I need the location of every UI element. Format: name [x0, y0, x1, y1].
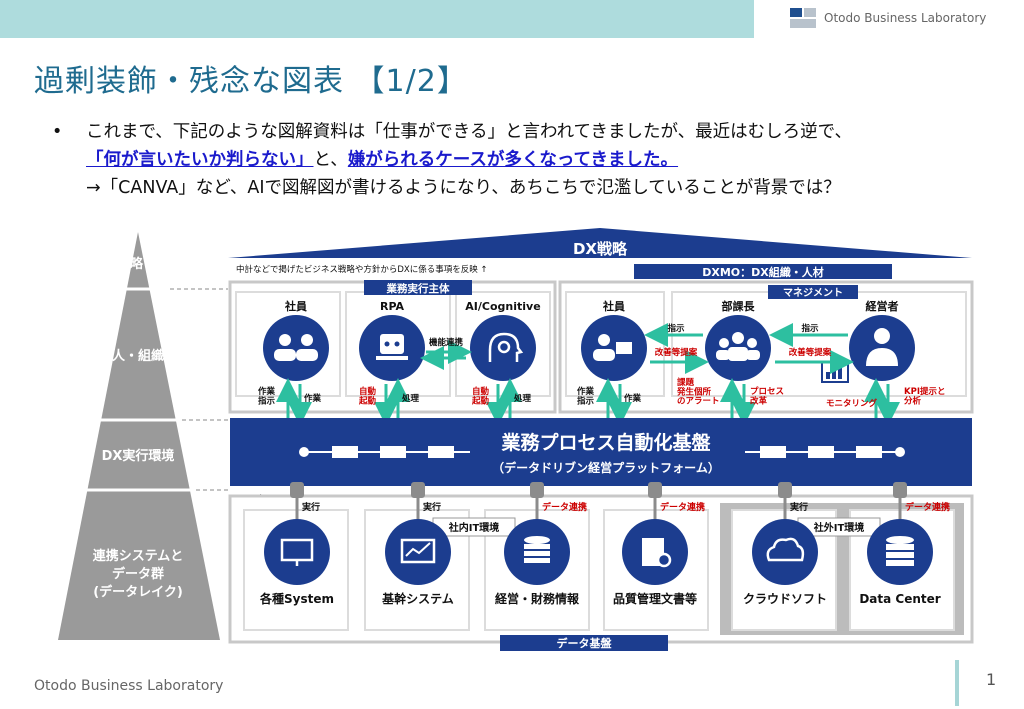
employee-icon: [263, 315, 329, 381]
internal-it-label: 社内IT環境: [448, 521, 500, 534]
actor-executive: 経営者: [866, 299, 899, 313]
label-improve-2: 改善等提案: [789, 347, 832, 358]
plug-label-exec-1: 実行: [302, 501, 320, 513]
exec-body-banner: [364, 280, 472, 295]
dx-strategy-subtitle: 中計などで掲げたビジネス戦略や方針からDXに係る事項を反映 ↑: [236, 264, 488, 275]
label-process-reform: プロセス改革: [750, 386, 784, 406]
system-labels: 各種System 基幹システム 経営・財務情報 品質管理文書等 クラウドソフト …: [259, 591, 941, 606]
plug-icons: [290, 482, 907, 498]
label-issue-alert: 課題発生個所のアラート: [676, 377, 720, 407]
ai-head-icon: [470, 315, 536, 381]
actor-manager: 部課長: [722, 299, 756, 313]
bullet-line-1: これまで、下記のような図解資料は「仕事ができる」と言われてきましたが、最近はむし…: [86, 122, 852, 142]
page-number-bar: [955, 660, 959, 706]
label-monitoring: モニタリング: [826, 398, 878, 409]
plug-label-data-2: データ連携: [660, 501, 705, 513]
system-label-0: 各種System: [259, 591, 334, 606]
page-number: 1: [986, 670, 997, 689]
pyramid-labels: 戦略 人・組織 DX実行環境 連携システムと データ群 (データレイク): [93, 256, 184, 600]
horizontal-arrows: [420, 323, 854, 374]
label-kpi: KPI提示と分析: [904, 386, 945, 406]
dx-strategy-label: DX戦略: [573, 240, 628, 258]
system-label-5: Data Center: [859, 592, 940, 606]
label-process-2: 処理: [513, 393, 532, 404]
plug-label-data-1: データ連携: [542, 501, 587, 513]
brand-logo-icon: [790, 8, 816, 28]
dxmo-banner: [634, 264, 892, 279]
header-brand-text: Otodo Business Laboratory: [824, 11, 987, 25]
monitor-network-icon: [264, 519, 330, 585]
exec-body-label: 業務実行主体: [386, 282, 450, 295]
pyramid-label-org: 人・組織: [112, 348, 164, 364]
pyramid-label-strategy: 戦略: [117, 256, 144, 272]
dx-strategy-roof: [228, 228, 972, 258]
label-process-1: 処理: [401, 393, 420, 404]
plug-label-exec-2: 実行: [423, 501, 441, 513]
pyramid-shape: [0, 228, 260, 648]
system-icons: [264, 519, 933, 585]
system-label-4: クラウドソフト: [743, 592, 827, 606]
header-bar: [0, 0, 754, 38]
system-label-3: 品質管理文書等: [613, 591, 697, 606]
highlight-2: 嫌がられるケースが多くなってきました。: [347, 150, 679, 170]
management-label: マネジメント: [783, 287, 843, 299]
level-dividers: [170, 288, 228, 491]
label-func-link: 機能連携: [429, 337, 464, 348]
label-instruction-2: 指示: [801, 323, 819, 334]
system-label-1: 基幹システム: [381, 591, 454, 606]
platform-subtitle: （データドリブン経営プラットフォーム）: [492, 460, 720, 475]
bullet-line-3: →「CANVA」など、AIで図解図が書けるようになり、あちこちで氾濫していること…: [86, 178, 841, 198]
footer-brand: Otodo Business Laboratory: [34, 678, 224, 694]
data-base-banner: [500, 635, 668, 651]
label-improve-1: 改善等提案: [655, 347, 698, 358]
page-title: 過剰装飾・残念な図表 【1/2】: [34, 64, 468, 99]
highlight-1: 「何が言いたいか判らない」: [86, 150, 314, 170]
bullet-line-2-mid: と、: [313, 150, 348, 170]
dxmo-label: DXMO：DX組織・人材: [702, 265, 824, 279]
plug-label-data-3: データ連携: [905, 501, 950, 513]
bullet-dot: •: [52, 122, 63, 142]
label-instruction-1: 指示: [667, 323, 685, 334]
actor-employee2: 社員: [602, 299, 625, 313]
actor-employee1: 社員: [284, 299, 307, 313]
external-it-label: 社外IT環境: [813, 521, 865, 534]
management-banner: [768, 285, 858, 299]
actor-rpa: RPA: [380, 300, 405, 313]
platform-title: 業務プロセス自動化基盤: [500, 431, 711, 454]
pyramid-label-data: データ群: [112, 566, 164, 582]
employee2-icon: [581, 315, 647, 381]
actor-ai: AI/Cognitive: [465, 300, 540, 313]
cloud-icon: [752, 519, 818, 585]
label-work-instr-2: 作業指示: [577, 386, 595, 406]
label-auto-start-2: 自動起動: [471, 386, 490, 406]
label-work-instr: 作業指示: [258, 386, 276, 406]
label-work-2: 作業: [624, 393, 642, 404]
pyramid-label-systems: 連携システムと: [93, 548, 184, 564]
pyramid-label-lake: (データレイク): [93, 584, 183, 600]
data-base-label: データ基盤: [557, 636, 613, 650]
bullet-line-2: 「何が言いたいか判らない」と、嫌がられるケースが多くなってきました。: [86, 146, 852, 174]
system-label-2: 経営・財務情報: [495, 591, 580, 606]
plug-label-exec-3: 実行: [790, 501, 808, 513]
pyramid-label-dxenv: DX実行環境: [102, 448, 175, 464]
actor-icons: [263, 315, 915, 383]
vertical-arrows-upper: [276, 378, 900, 426]
label-work: 作業: [304, 393, 322, 404]
header-brand: Otodo Business Laboratory: [790, 8, 986, 28]
label-auto-start-1: 自動起動: [358, 386, 377, 406]
bullet-text: • これまで、下記のような図解資料は「仕事ができる」と言われてきましたが、最近は…: [52, 118, 852, 202]
